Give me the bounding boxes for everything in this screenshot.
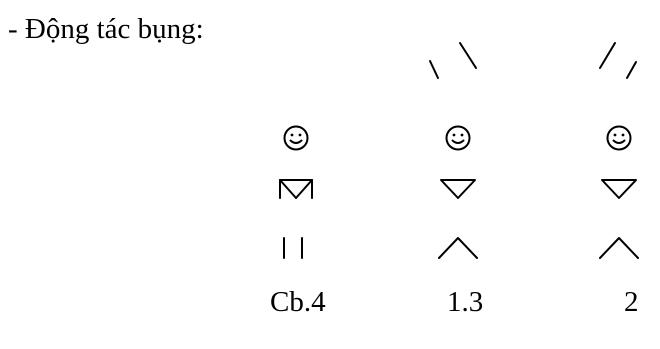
exercise-heading: - Động tác bụng:: [8, 13, 204, 45]
smiley-head-icon: [283, 125, 309, 151]
arms-raised-left-icon: [429, 42, 477, 79]
figure-label-count-2: 2: [624, 286, 639, 318]
figure-count-1-3: [429, 42, 478, 259]
smiley-head-icon: [606, 125, 632, 151]
body-triangle-with-bar-icon: [279, 179, 313, 199]
smiley-head-icon: [445, 125, 471, 151]
figure-count-2: [599, 42, 639, 259]
body-triangle-icon: [440, 179, 476, 199]
legs-together-icon: [283, 237, 303, 259]
arms-raised-right-icon: [599, 42, 637, 79]
figure-label-count-1-3: 1.3: [447, 286, 484, 318]
legs-apart-icon: [599, 237, 639, 259]
figure-starting-position: [279, 125, 313, 259]
legs-apart-icon: [438, 237, 478, 259]
figure-label-starting: Cb.4: [270, 286, 326, 318]
body-triangle-icon: [601, 179, 637, 199]
